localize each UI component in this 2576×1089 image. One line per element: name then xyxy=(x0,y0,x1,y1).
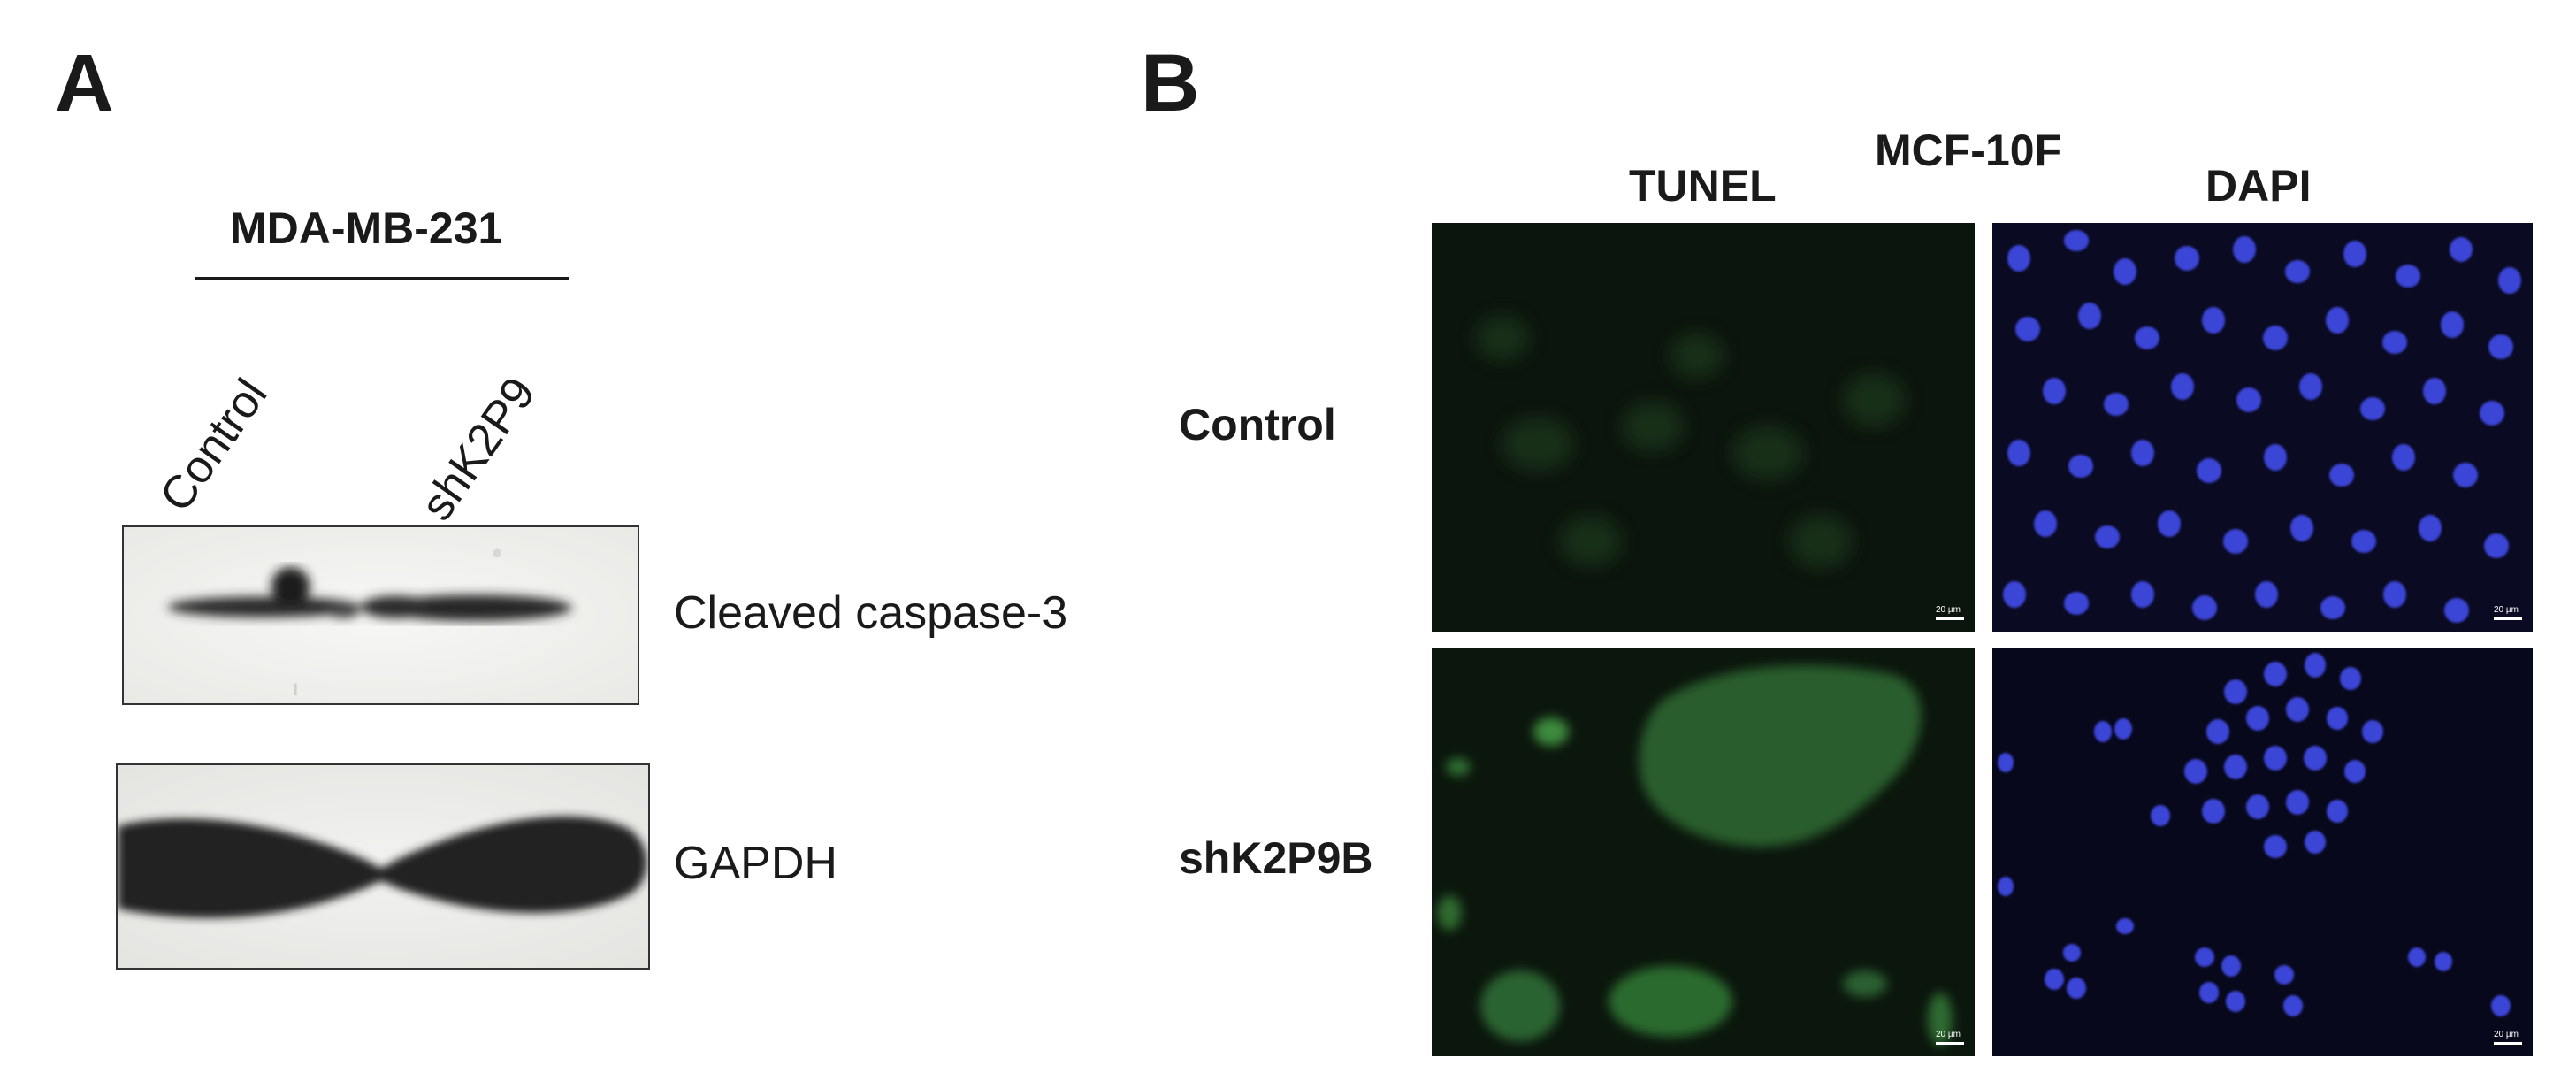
row-label-shk2p9b: shK2P9B xyxy=(1179,833,1373,883)
lane-label-shk2p9: shK2P9 xyxy=(410,368,546,530)
scale-bar xyxy=(2494,617,2522,620)
micrograph-dapi-shk2p9b: 20 µm xyxy=(1992,648,2533,1056)
cell-line-underline xyxy=(195,277,569,280)
panel-a-cell-line: MDA-MB-231 xyxy=(230,203,503,253)
panel-b-cell-line: MCF-10F xyxy=(1875,126,2062,175)
column-label-tunel: TUNEL xyxy=(1629,161,1777,211)
micrograph-dapi-control: 20 µm xyxy=(1992,223,2533,632)
column-label-dapi: DAPI xyxy=(2205,161,2312,211)
scale-bar-label: 20 µm xyxy=(2494,605,2519,615)
panel-a-letter: A xyxy=(55,38,114,128)
scale-bar-label: 20 µm xyxy=(1936,1030,1961,1039)
blot-gapdh xyxy=(116,763,650,970)
panel-b-letter: B xyxy=(1141,38,1200,128)
micrograph-tunel-shk2p9b: 20 µm xyxy=(1432,648,1975,1056)
scale-bar-label: 20 µm xyxy=(1936,605,1961,615)
scale-bar xyxy=(1936,1042,1964,1045)
lane-label-control: Control xyxy=(149,370,278,521)
scale-bar xyxy=(2494,1042,2522,1045)
row-label-control: Control xyxy=(1179,400,1336,449)
band-label-gapdh: GAPDH xyxy=(674,838,837,889)
band-label-cleaved-caspase-3: Cleaved caspase-3 xyxy=(674,587,1068,639)
scale-bar-label: 20 µm xyxy=(2494,1030,2519,1039)
micrograph-tunel-control: 20 µm xyxy=(1432,223,1975,632)
blot-cleaved-caspase-3 xyxy=(122,525,639,705)
scale-bar xyxy=(1936,617,1964,620)
